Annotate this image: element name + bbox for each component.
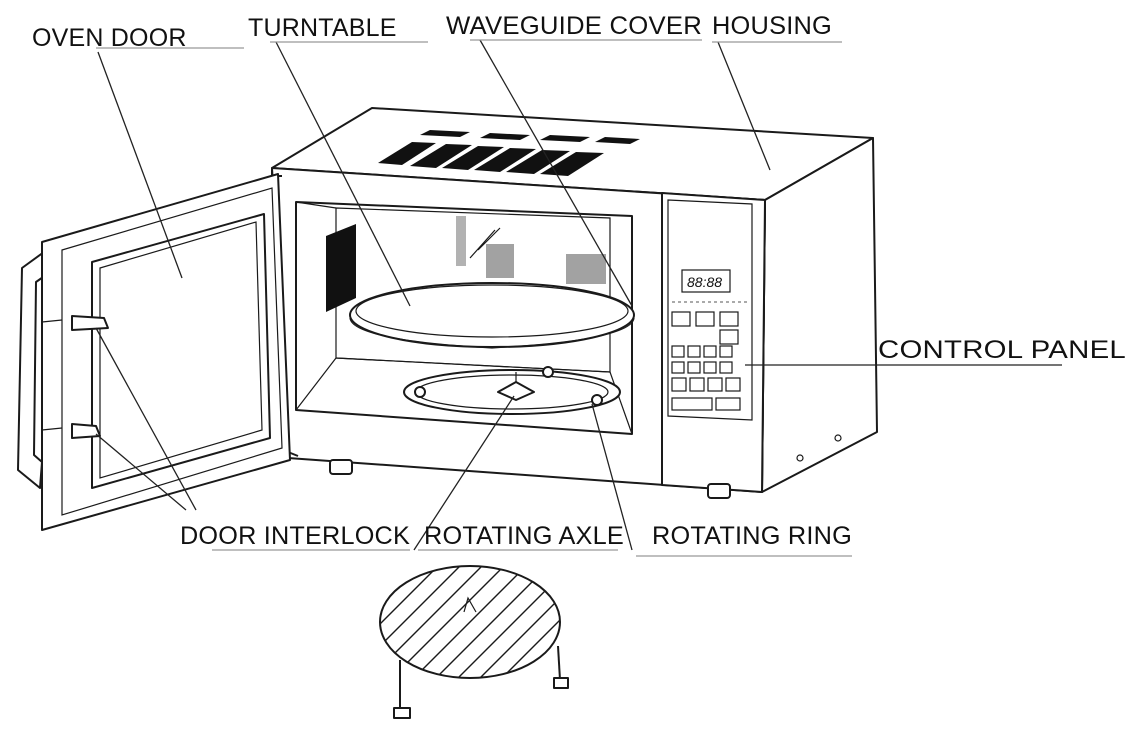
display-readout: 88:88 <box>687 274 722 290</box>
interlock-latch <box>72 316 108 330</box>
oven-door-drawing <box>18 174 290 530</box>
label-housing: HOUSING <box>712 12 832 40</box>
foot <box>330 460 352 474</box>
housing-side <box>762 138 877 492</box>
label-turntable: TURNTABLE <box>248 14 397 42</box>
label-oven-door: OVEN DOOR <box>32 24 187 52</box>
label-door-interlock: DOOR INTERLOCK <box>180 522 410 550</box>
side-vent <box>326 224 356 312</box>
control-panel-housing <box>662 193 765 492</box>
door-frame <box>42 174 290 530</box>
label-rotating-axle: ROTATING AXLE <box>424 522 624 550</box>
label-waveguide-cover: WAVEGUIDE COVER <box>446 12 702 40</box>
foot <box>708 484 730 498</box>
label-rotating-ring: ROTATING RING <box>652 522 852 550</box>
interlock-latch <box>72 424 100 438</box>
label-control-panel: CONTROL PANEL <box>878 336 1126 364</box>
turntable <box>350 283 634 348</box>
wire-rack <box>360 540 576 718</box>
